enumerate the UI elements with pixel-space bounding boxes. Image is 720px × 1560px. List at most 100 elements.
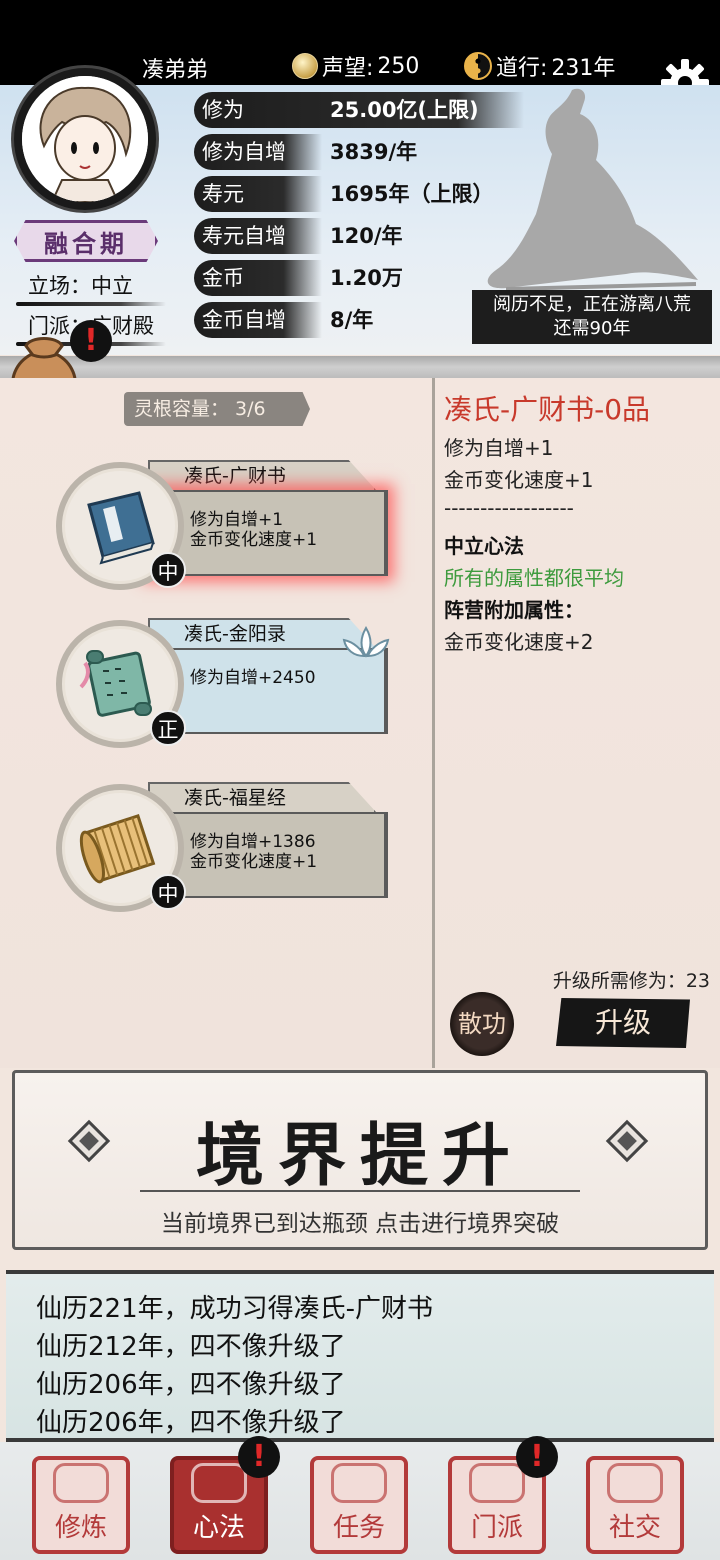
- player-name: 凑弟弟: [141, 58, 208, 83]
- top-bar: [0, 0, 720, 85]
- wandering-silhouette-icon: [487, 88, 698, 291]
- scroll-icon: [79, 650, 152, 717]
- stat-value: 120/年: [330, 224, 403, 248]
- skill-name: 凑氏-广财书: [148, 460, 376, 490]
- stat-lifespan-rate: 寿元自增 120/年: [194, 218, 494, 254]
- skill-effects: 修为自增+1 金币变化速度+1: [148, 490, 388, 576]
- lotus-icon: [342, 626, 390, 658]
- event-log[interactable]: [6, 1270, 714, 1442]
- nav-label: 社交: [608, 1513, 661, 1543]
- skill-grade: 中: [150, 552, 186, 588]
- stat-label: 修为自增: [194, 134, 322, 170]
- skill-effect-1: 修为自增+2450: [190, 668, 316, 688]
- faction-bonus-effect: 金币变化速度+2: [444, 630, 594, 654]
- detail-effect-1: 修为自增+1: [444, 436, 554, 460]
- stat-gold: 金币 1.20万: [194, 260, 494, 296]
- dissipate-button[interactable]: 散功: [450, 992, 514, 1056]
- log-entry: 仙历221年，成功习得凑氏-广财书: [36, 1294, 434, 1324]
- breakthrough-divider: [140, 1190, 580, 1192]
- bag-alert-icon: !: [70, 320, 112, 362]
- stat-label: 寿元: [194, 176, 322, 212]
- mind-method-alert-icon: !: [238, 1436, 280, 1478]
- stat-value: 8/年: [330, 308, 374, 332]
- log-entry: 仙历212年，四不像升级了: [36, 1332, 346, 1362]
- skill-grade: 中: [150, 874, 186, 910]
- header-divider: [0, 356, 720, 378]
- wander-line-1: 阅历不足，正在游离八荒: [493, 294, 691, 315]
- people-icon: [607, 1463, 663, 1503]
- dao-display: 道行: 231年: [464, 50, 615, 82]
- nav-label: 心法: [192, 1513, 245, 1543]
- skill-effects: 修为自增+1386 金币变化速度+1: [148, 812, 388, 898]
- stat-value: 25.00亿(上限): [330, 98, 479, 122]
- task-scroll-icon: [331, 1463, 387, 1503]
- skill-effect-2: 金币变化速度+1: [190, 530, 318, 550]
- spirit-root-capacity: 灵根容量： 3/6: [124, 392, 310, 426]
- book-icon: [87, 491, 155, 565]
- bamboo-scroll-icon: [79, 813, 156, 884]
- breakthrough-title: 境界提升: [195, 1116, 524, 1196]
- upgrade-requirement: 升级所需修为：23: [552, 970, 710, 992]
- breakthrough-subtitle: 当前境界已到达瓶颈 点击进行境界突破: [160, 1211, 560, 1237]
- dao-label: 道行:: [496, 56, 548, 81]
- stat-cultivation-rate: 修为自增 3839/年: [194, 134, 494, 170]
- skill-effect-1: 修为自增+1: [190, 510, 284, 530]
- reputation-display: 声望: 250: [292, 50, 419, 82]
- faction-bonus-title: 阵营附加属性：: [444, 598, 584, 622]
- wander-status-banner: 阅历不足，正在游离八荒 还需90年: [472, 290, 712, 344]
- scroll-hand-icon: [191, 1463, 247, 1503]
- yinyang-icon: [464, 52, 492, 80]
- skill-card-jinyang[interactable]: 凑氏-金阳录 修为自增+2450 正: [52, 618, 397, 748]
- method-title: 中立心法: [444, 534, 524, 558]
- stat-value: 1.20万: [330, 266, 403, 290]
- stat-gold-rate: 金币自增 8/年: [194, 302, 494, 338]
- cultivation-bar-bg: [194, 92, 524, 128]
- dao-value: 231年: [551, 56, 616, 81]
- skill-icon-frame: [56, 462, 184, 590]
- detail-effect-2: 金币变化速度+1: [444, 468, 594, 492]
- panel-divider: [432, 378, 435, 1068]
- skill-card-fuxing[interactable]: 凑氏-福星经 修为自增+1386 金币变化速度+1 中: [52, 782, 397, 912]
- skill-icon-frame: [56, 620, 184, 748]
- reputation-label: 声望:: [322, 56, 374, 81]
- stat-label: 金币自增: [194, 302, 322, 338]
- nav-tasks[interactable]: 任务: [310, 1456, 408, 1554]
- avatar[interactable]: [14, 68, 156, 210]
- skill-name: 凑氏-福星经: [148, 782, 376, 812]
- realm-badge: 融合期: [14, 220, 158, 262]
- character-portrait-icon: [22, 76, 148, 202]
- coin-icon: [292, 53, 318, 79]
- skill-name: 凑氏-金阳录: [148, 618, 376, 648]
- nav-label: 门派: [470, 1513, 523, 1543]
- skill-effects: 修为自增+2450: [148, 648, 388, 734]
- skill-effect-2: 金币变化速度+1: [190, 852, 318, 872]
- nav-cultivate[interactable]: 修炼: [32, 1456, 130, 1554]
- log-entry: 仙历206年，四不像升级了: [36, 1370, 346, 1400]
- temple-icon: [469, 1463, 525, 1503]
- skill-effect-1: 修为自增+1386: [190, 832, 316, 852]
- log-entry: 仙历206年，四不像升级了: [36, 1408, 346, 1438]
- nav-label: 任务: [332, 1513, 385, 1543]
- skill-detail-title: 凑氏-广财书-0品: [444, 393, 651, 426]
- stat-value: 3839/年: [330, 140, 418, 164]
- stat-label: 修为: [202, 98, 244, 122]
- nav-sect[interactable]: 门派: [448, 1456, 546, 1554]
- nav-label: 修炼: [54, 1513, 107, 1543]
- mountain-icon: [53, 1463, 109, 1503]
- wander-line-2: 还需90年: [553, 318, 631, 339]
- stat-value: 1695年（上限）: [330, 182, 494, 206]
- stat-cultivation: 修为 25.00亿(上限): [194, 92, 494, 128]
- detail-separator: ------------------: [444, 496, 574, 520]
- sect-alert-icon: !: [516, 1436, 558, 1478]
- stat-label: 寿元自增: [194, 218, 322, 254]
- reputation-value: 250: [377, 53, 420, 79]
- upgrade-button[interactable]: 升级: [556, 998, 690, 1048]
- stat-label: 金币: [194, 260, 322, 296]
- stance-text: 立场：中立: [16, 270, 176, 306]
- skill-grade: 正: [150, 710, 186, 746]
- nav-mind-method[interactable]: 心法: [170, 1456, 268, 1554]
- skill-card-guangcai[interactable]: 凑氏-广财书 修为自增+1 金币变化速度+1 中: [52, 460, 397, 590]
- breakthrough-banner[interactable]: [12, 1070, 708, 1250]
- method-description: 所有的属性都很平均: [444, 566, 624, 590]
- nav-social[interactable]: 社交: [586, 1456, 684, 1554]
